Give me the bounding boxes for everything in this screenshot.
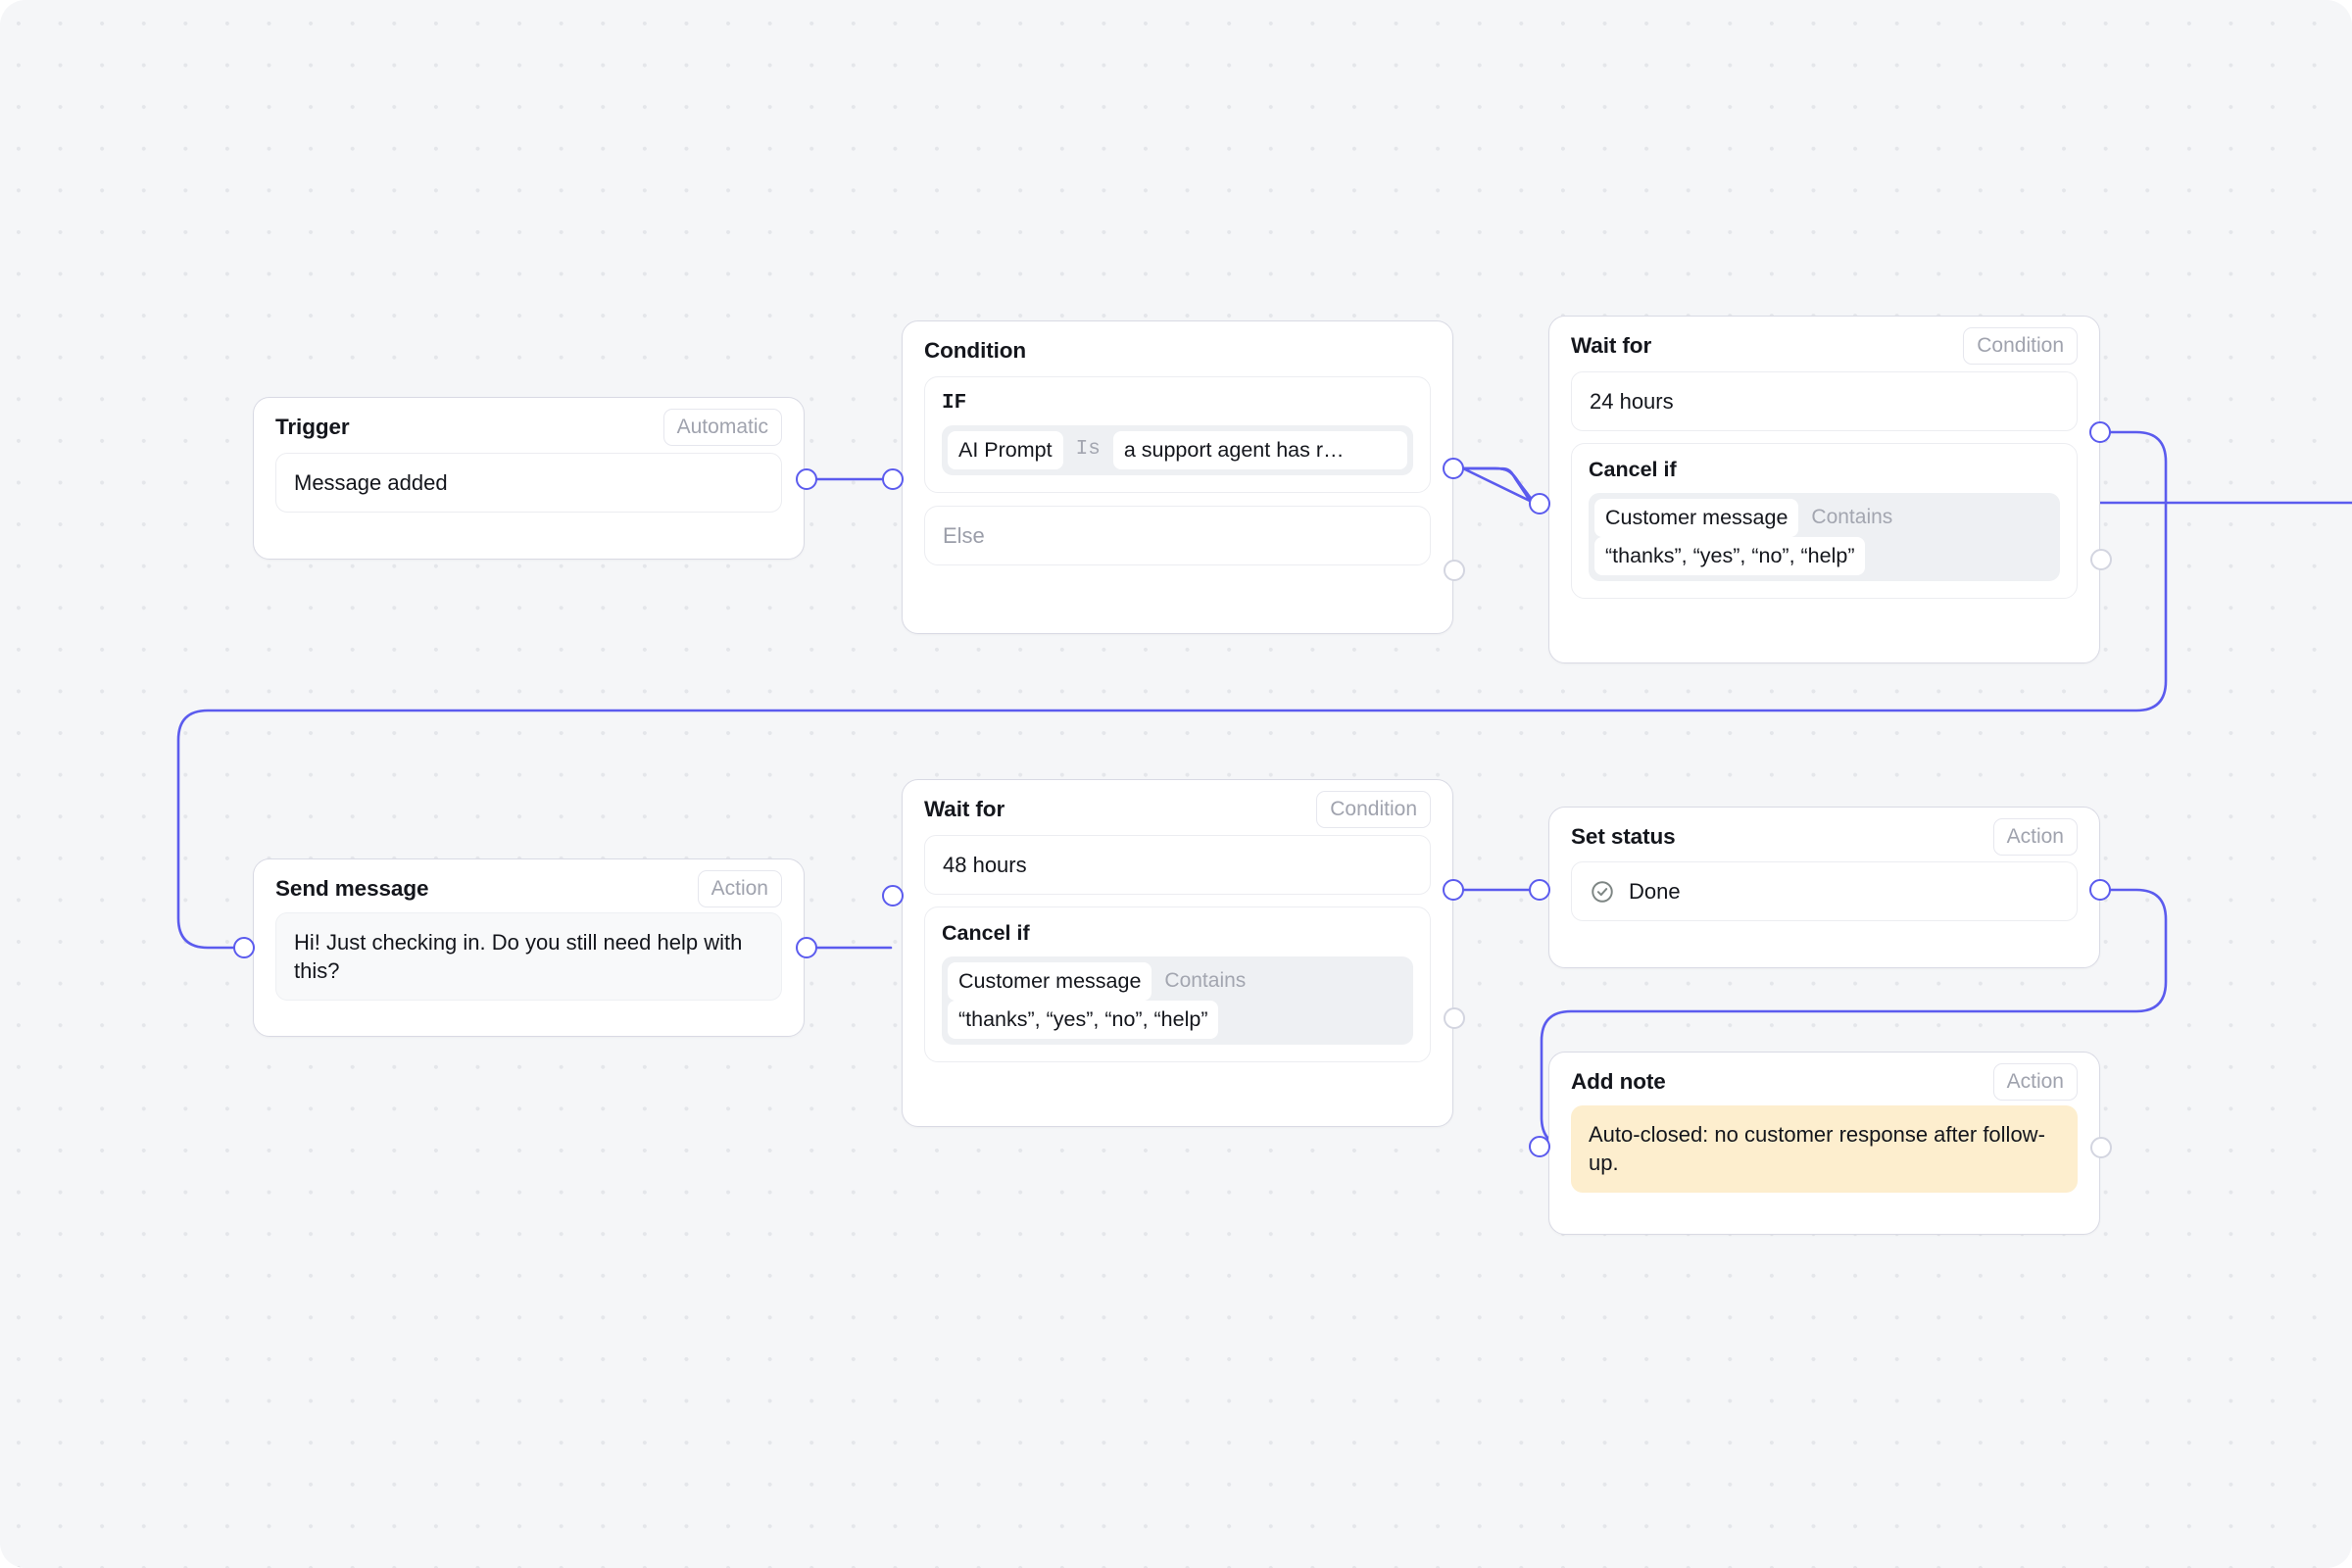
condition-body: IF AI Prompt Is a support agent has r… E… (903, 361, 1452, 587)
wait48-title: Wait for (924, 796, 1005, 821)
wait48-header: Wait for Condition (903, 780, 1452, 828)
wait24-cancel-group[interactable]: Cancel if Customer message Contains “tha… (1571, 443, 2078, 600)
wait24-duration-field[interactable]: 24 hours (1571, 371, 2078, 432)
condition-rule-operator[interactable]: Is (1075, 438, 1101, 462)
wait24-cancel-operator[interactable]: Contains (1811, 505, 1893, 528)
condition-if-branch[interactable]: IF AI Prompt Is a support agent has r… (924, 376, 1431, 494)
wait24-type-badge: Condition (1963, 327, 2078, 365)
port-wait48-out-timeout[interactable] (1443, 879, 1464, 901)
wait48-cancel-field[interactable]: Customer message (948, 961, 1152, 1001)
trigger-body: Message added (254, 437, 804, 534)
circle-check-icon (1590, 879, 1615, 905)
wait48-cancel-group[interactable]: Cancel if Customer message Contains “tha… (924, 906, 1431, 1063)
port-condition-else-out[interactable] (1444, 560, 1465, 581)
wait48-body: 48 hours Cancel if Customer message Cont… (903, 819, 1452, 1084)
add-note-text-field[interactable]: Auto-closed: no customer response after … (1571, 1105, 2078, 1193)
condition-if-label: IF (942, 392, 967, 415)
wait24-body: 24 hours Cancel if Customer message Cont… (1549, 356, 2099, 620)
set-status-header: Set status Action (1549, 808, 2099, 856)
condition-else-branch[interactable]: Else (924, 506, 1431, 566)
set-status-type-badge: Action (1992, 818, 2078, 856)
send-message-header: Send message Action (254, 859, 804, 907)
add-note-title: Add note (1571, 1068, 1666, 1094)
wait48-duration-field[interactable]: 48 hours (924, 835, 1431, 896)
wait24-header: Wait for Condition (1549, 317, 2099, 365)
wait48-cancel-operator[interactable]: Contains (1164, 968, 1247, 992)
send-message-text-field[interactable]: Hi! Just checking in. Do you still need … (275, 912, 782, 1002)
add-note-header: Add note Action (1549, 1053, 2099, 1101)
port-wait48-in[interactable] (882, 885, 904, 906)
send-message-body: Hi! Just checking in. Do you still need … (254, 899, 804, 1022)
condition-rule-value[interactable]: a support agent has r… (1112, 431, 1407, 470)
node-send-message[interactable]: Send message Action Hi! Just checking in… (253, 858, 805, 1037)
port-send-message-out[interactable] (796, 937, 817, 958)
trigger-event-field[interactable]: Message added (275, 453, 782, 514)
set-status-label: Done (1629, 879, 1681, 904)
node-add-note[interactable]: Add note Action Auto-closed: no customer… (1548, 1052, 2100, 1235)
condition-rule-field[interactable]: AI Prompt (948, 431, 1063, 470)
wait48-cancel-value[interactable]: “thanks”, “yes”, “no”, “help” (948, 1000, 1219, 1040)
condition-title: Condition (924, 337, 1027, 363)
set-status-body: Done (1549, 847, 2099, 943)
wait48-cancel-rule-row[interactable]: Customer message Contains “thanks”, “yes… (942, 956, 1413, 1046)
wait24-cancel-field[interactable]: Customer message (1594, 498, 1799, 537)
port-wait48-out-cancel[interactable] (1444, 1007, 1465, 1029)
trigger-header: Trigger Automatic (254, 398, 804, 446)
port-wait24-out-cancel[interactable] (2090, 549, 2112, 570)
trigger-type-badge: Automatic (662, 409, 782, 446)
send-message-type-badge: Action (697, 870, 782, 907)
port-wait24-in[interactable] (1529, 493, 1550, 514)
port-send-message-in[interactable] (233, 937, 255, 958)
node-wait-24h[interactable]: Wait for Condition 24 hours Cancel if Cu… (1548, 316, 2100, 663)
trigger-title: Trigger (275, 414, 350, 439)
wait48-cancel-label: Cancel if (942, 921, 1030, 946)
wait24-cancel-label: Cancel if (1589, 458, 1677, 482)
add-note-body: Auto-closed: no customer response after … (1549, 1092, 2099, 1214)
condition-else-label: Else (943, 523, 985, 549)
port-trigger-out[interactable] (796, 468, 817, 490)
node-trigger[interactable]: Trigger Automatic Message added (253, 397, 805, 560)
port-condition-in[interactable] (882, 468, 904, 490)
set-status-title: Set status (1571, 823, 1676, 849)
port-wait24-out-timeout[interactable] (2089, 421, 2111, 443)
wait48-type-badge: Condition (1316, 791, 1431, 828)
wait24-cancel-rule-row[interactable]: Customer message Contains “thanks”, “yes… (1589, 492, 2060, 582)
set-status-value-field[interactable]: Done (1571, 861, 2078, 922)
wait24-cancel-value[interactable]: “thanks”, “yes”, “no”, “help” (1594, 536, 1866, 576)
condition-header: Condition (903, 321, 1452, 361)
port-add-note-out[interactable] (2090, 1137, 2112, 1158)
port-condition-if-out[interactable] (1443, 458, 1464, 479)
port-set-status-in[interactable] (1529, 879, 1550, 901)
port-add-note-in[interactable] (1529, 1136, 1550, 1157)
node-wait-48h[interactable]: Wait for Condition 48 hours Cancel if Cu… (902, 779, 1453, 1127)
port-set-status-out[interactable] (2089, 879, 2111, 901)
node-condition[interactable]: Condition IF AI Prompt Is a support agen… (902, 320, 1453, 634)
wait24-title: Wait for (1571, 332, 1652, 358)
add-note-type-badge: Action (1992, 1063, 2078, 1101)
node-set-status[interactable]: Set status Action Done (1548, 807, 2100, 968)
send-message-title: Send message (275, 875, 429, 901)
condition-rule-row[interactable]: AI Prompt Is a support agent has r… (942, 425, 1413, 476)
